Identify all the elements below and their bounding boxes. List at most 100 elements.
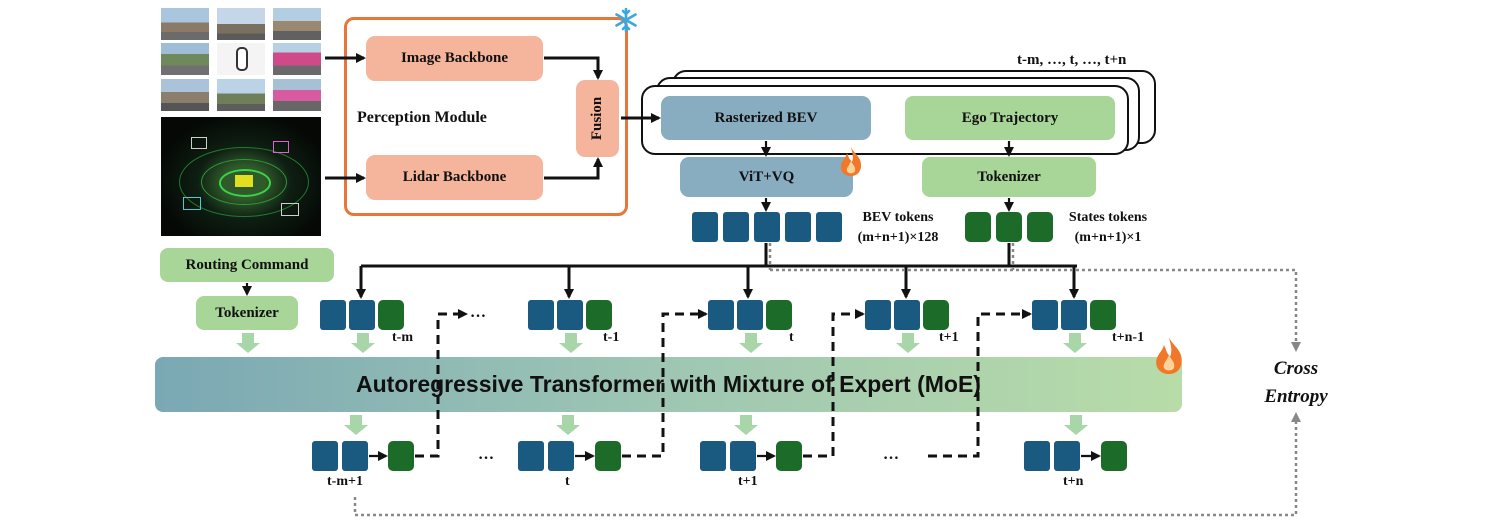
state-token [965, 212, 991, 242]
down-arrow-icon [896, 343, 920, 353]
bev-token [730, 441, 756, 471]
state-token [1101, 441, 1127, 471]
down-arrow-icon [350, 415, 362, 425]
routing-tokenizer-box: Tokenizer [196, 296, 298, 330]
camera-image-front [217, 8, 265, 40]
camera-image-back [217, 79, 265, 111]
state-token [996, 212, 1022, 242]
bev-tokenizer-label: Tokenizer [977, 168, 1041, 185]
perception-module-label: Perception Module [357, 109, 487, 126]
image-backbone-label: Image Backbone [400, 50, 509, 66]
timesteps-label: t-m, …, t, …, t+n [1017, 52, 1127, 68]
camera-image-front-left [161, 8, 209, 40]
fusion-box: Fusion [576, 80, 619, 157]
bev-token [816, 212, 842, 242]
down-arrow-icon [734, 425, 758, 435]
transformer-label: Autoregressive Transformer with Mixture … [356, 371, 981, 397]
down-arrow-icon [344, 425, 368, 435]
output-step-label: t-m+1 [327, 474, 363, 489]
bev-token [865, 300, 891, 330]
routing-tokenizer-label: Tokenizer [215, 304, 279, 321]
down-arrow-icon [902, 333, 914, 343]
rasterized-bev-label: Rasterized BEV [714, 109, 818, 126]
bev-token [754, 212, 780, 242]
bev-token [708, 300, 734, 330]
bev-tokenizer-box: Tokenizer [922, 157, 1096, 197]
bev-token [700, 441, 726, 471]
down-arrow-icon [556, 425, 580, 435]
state-token [923, 300, 949, 330]
rasterized-bev-box: Rasterized BEV [661, 96, 871, 140]
down-arrow-icon [351, 343, 375, 353]
input-step-label: t+1 [939, 330, 959, 345]
ego-trajectory-box: Ego Trajectory [905, 96, 1115, 140]
cross-entropy-line2: Entropy [1264, 386, 1328, 407]
ego-trajectory-label: Ego Trajectory [961, 109, 1059, 126]
state-token [776, 441, 802, 471]
bev-token [894, 300, 920, 330]
vit-vq-box: ViT+VQ [680, 157, 853, 197]
down-arrow-icon [357, 333, 369, 343]
bev-token [557, 300, 583, 330]
bev-token [723, 212, 749, 242]
camera-image-front-right [273, 8, 321, 40]
down-arrow-icon [562, 415, 574, 425]
input-step-label: t+n-1 [1112, 330, 1145, 345]
routing-command-box: Routing Command [160, 248, 334, 282]
down-arrow-icon [1063, 343, 1087, 353]
bev-token [312, 441, 338, 471]
transformer-block: Autoregressive Transformer with Mixture … [155, 357, 1182, 412]
bev-token [1024, 441, 1050, 471]
camera-image-back-right [273, 79, 321, 111]
camera-image-left [161, 43, 209, 75]
lidar-backbone-box: Lidar Backbone [366, 155, 543, 200]
down-arrow-icon [745, 333, 757, 343]
output-ellipsis: … [883, 446, 899, 463]
vit-vq-label: ViT+VQ [738, 168, 795, 185]
flame-icon [1150, 334, 1188, 376]
lidar-backbone-label: Lidar Backbone [402, 169, 507, 185]
input-ellipsis: … [470, 304, 486, 321]
bev-token [692, 212, 718, 242]
states-tokens-dim: (m+n+1)×1 [1074, 230, 1142, 245]
down-arrow-icon [559, 343, 583, 353]
bev-token [349, 300, 375, 330]
camera-image-back-left [161, 79, 209, 111]
states-tokens-caption: States tokens (m+n+1)×1 [1054, 208, 1162, 248]
down-arrow-icon [236, 343, 260, 353]
down-arrow-icon [1069, 333, 1081, 343]
down-arrow-icon [740, 415, 752, 425]
bev-tokens-caption: BEV tokens (m+n+1)×128 [842, 208, 954, 248]
state-token [378, 300, 404, 330]
down-arrow-icon [1070, 415, 1082, 425]
image-backbone-box: Image Backbone [366, 36, 543, 81]
down-arrow-icon [242, 333, 254, 343]
output-ellipsis: … [478, 446, 494, 463]
state-token [1090, 300, 1116, 330]
bev-token [1032, 300, 1058, 330]
routing-command-label: Routing Command [185, 256, 309, 273]
flame-icon [836, 145, 866, 177]
output-step-label: t+n [1063, 474, 1084, 489]
state-token [388, 441, 414, 471]
cross-entropy-line1: Cross [1273, 358, 1319, 379]
bev-token [737, 300, 763, 330]
down-arrow-icon [565, 333, 577, 343]
bev-token [1061, 300, 1087, 330]
bev-token [1054, 441, 1080, 471]
snowflake-icon [613, 7, 639, 33]
lidar-point-cloud [161, 117, 321, 236]
state-token [766, 300, 792, 330]
down-arrow-icon [739, 343, 763, 353]
output-step-label: t [565, 474, 570, 489]
state-token [595, 441, 621, 471]
bev-token [548, 441, 574, 471]
ego-car-image [217, 43, 265, 75]
output-step-label: t+1 [738, 474, 758, 489]
input-step-label: t-m [392, 330, 413, 345]
cross-entropy-label: Cross Entropy [1248, 355, 1344, 411]
bev-token [320, 300, 346, 330]
camera-image-right [273, 43, 321, 75]
bev-token [342, 441, 368, 471]
